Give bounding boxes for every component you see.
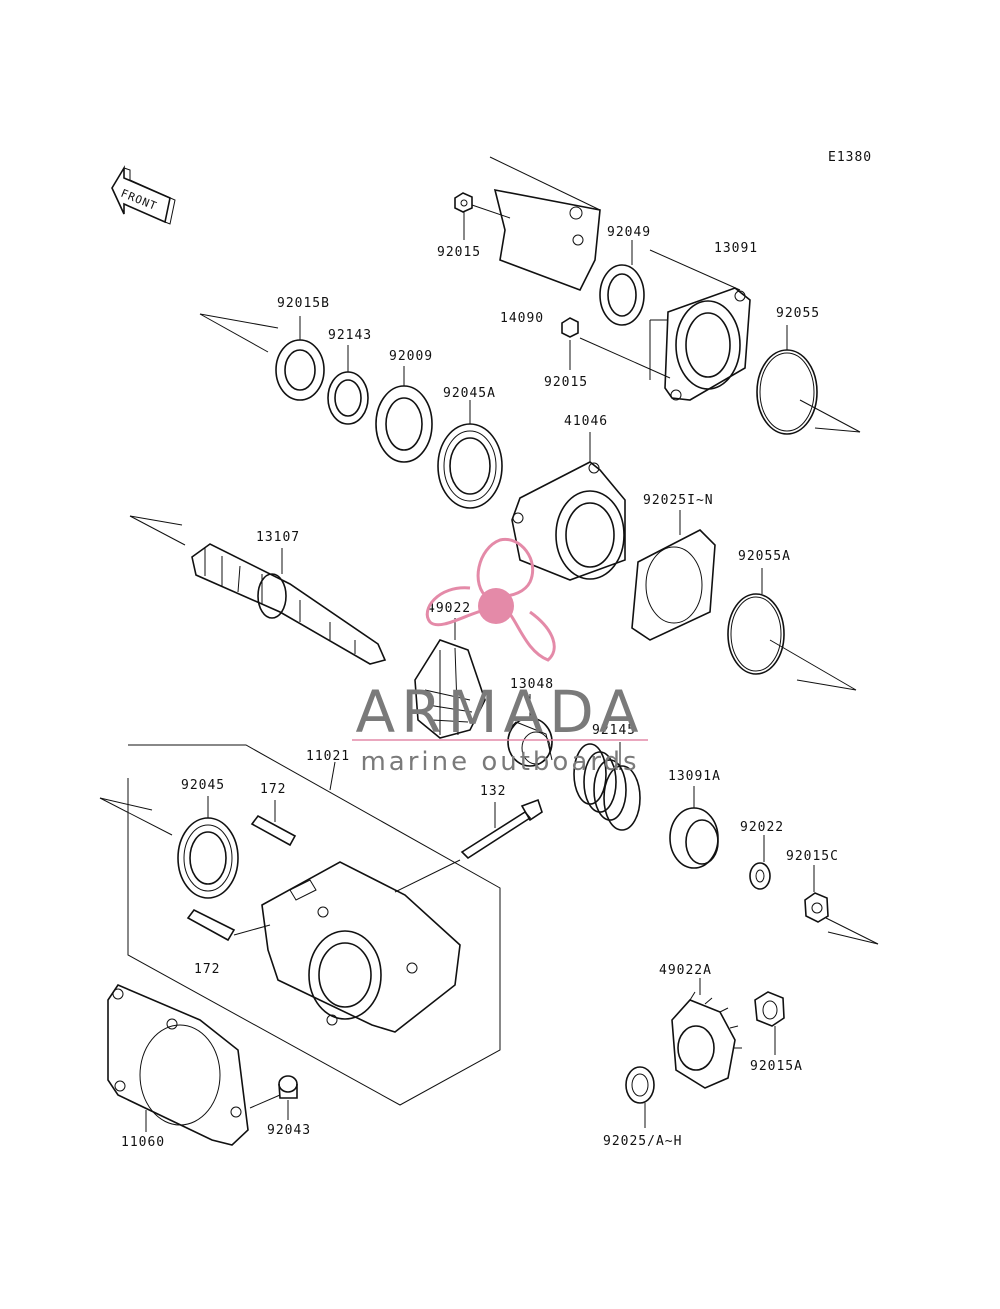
part-label: 92015C bbox=[786, 849, 839, 864]
seal-92015B bbox=[275, 316, 325, 401]
gasket-11060 bbox=[107, 984, 249, 1146]
coupling-13048 bbox=[507, 694, 553, 767]
collar-13091A bbox=[669, 786, 719, 869]
part-label: 13091 bbox=[714, 241, 758, 256]
stud-172-top bbox=[250, 800, 297, 847]
case-outline-11021 bbox=[127, 744, 501, 1106]
gear-49022A bbox=[671, 978, 742, 1089]
washer-92022 bbox=[749, 835, 771, 890]
part-label: 14090 bbox=[500, 311, 544, 326]
front-arrow-icon: FRONT bbox=[111, 165, 176, 225]
bearing-92045 bbox=[177, 796, 239, 899]
part-label: 92143 bbox=[328, 328, 372, 343]
oring-92055 bbox=[756, 325, 861, 435]
nut-92015C bbox=[804, 865, 879, 945]
part-label: 92025I~N bbox=[643, 493, 714, 508]
part-label: 92049 bbox=[607, 225, 651, 240]
part-label: 172 bbox=[194, 962, 220, 977]
part-label: 92022 bbox=[740, 820, 784, 835]
guide-lines-top-left bbox=[199, 313, 279, 353]
part-label: 92015 bbox=[544, 375, 588, 390]
nut-14090 bbox=[561, 317, 671, 379]
part-label: 92025/A~H bbox=[603, 1134, 682, 1149]
part-label: 92015 bbox=[437, 245, 481, 260]
part-label: 92015B bbox=[277, 296, 330, 311]
stud-172-bottom bbox=[186, 908, 271, 942]
spring-92145 bbox=[573, 742, 641, 831]
bolt-132 bbox=[394, 798, 543, 893]
nut-92015-top bbox=[454, 192, 511, 240]
shaft-13107 bbox=[129, 515, 387, 665]
bearing-92045A bbox=[437, 400, 503, 509]
bracket-part bbox=[489, 156, 601, 292]
part-label: 92045A bbox=[443, 386, 496, 401]
part-label: 49022A bbox=[659, 963, 712, 978]
propeller-logo-icon bbox=[425, 537, 556, 662]
dowel-92043 bbox=[249, 1075, 298, 1120]
part-label: 92043 bbox=[267, 1123, 311, 1138]
part-label: 92015A bbox=[750, 1059, 803, 1074]
part-label: 49022 bbox=[427, 601, 471, 616]
circlip-92009 bbox=[375, 366, 433, 463]
part-labels: 92015 92049 13091 92015B 92143 92009 140… bbox=[121, 225, 839, 1150]
housing-41046 bbox=[511, 432, 626, 581]
diagram-code: E1380 bbox=[828, 150, 872, 165]
nut-92015A bbox=[754, 991, 785, 1055]
collar-92143 bbox=[327, 345, 369, 425]
part-label: 92055A bbox=[738, 549, 791, 564]
watermark-tagline: marine outboards bbox=[360, 747, 639, 777]
part-label: 92009 bbox=[389, 349, 433, 364]
part-label: 11060 bbox=[121, 1135, 165, 1150]
shim-92025 bbox=[625, 1066, 655, 1128]
part-label: 13107 bbox=[256, 530, 300, 545]
part-label: 92045 bbox=[181, 778, 225, 793]
gasket-92025 bbox=[631, 510, 716, 641]
watermark-brand: ARMADA bbox=[355, 678, 644, 746]
part-label: 13091A bbox=[668, 769, 721, 784]
part-label: 41046 bbox=[564, 414, 608, 429]
case-11021 bbox=[261, 861, 461, 1033]
oil-seal-92049 bbox=[599, 240, 645, 326]
bevel-gear-49022 bbox=[414, 618, 486, 739]
watermark: ARMADA marine outboards bbox=[352, 537, 648, 777]
part-label: 92055 bbox=[776, 306, 820, 321]
part-label: 172 bbox=[260, 782, 286, 797]
part-label: 13048 bbox=[510, 677, 554, 692]
part-label: 132 bbox=[480, 784, 506, 799]
oring-92055A bbox=[727, 568, 857, 691]
guide-lines-bearing bbox=[99, 797, 173, 836]
part-label: 92145 bbox=[592, 723, 636, 738]
housing-13091 bbox=[649, 249, 751, 401]
part-label: 11021 bbox=[306, 749, 350, 764]
